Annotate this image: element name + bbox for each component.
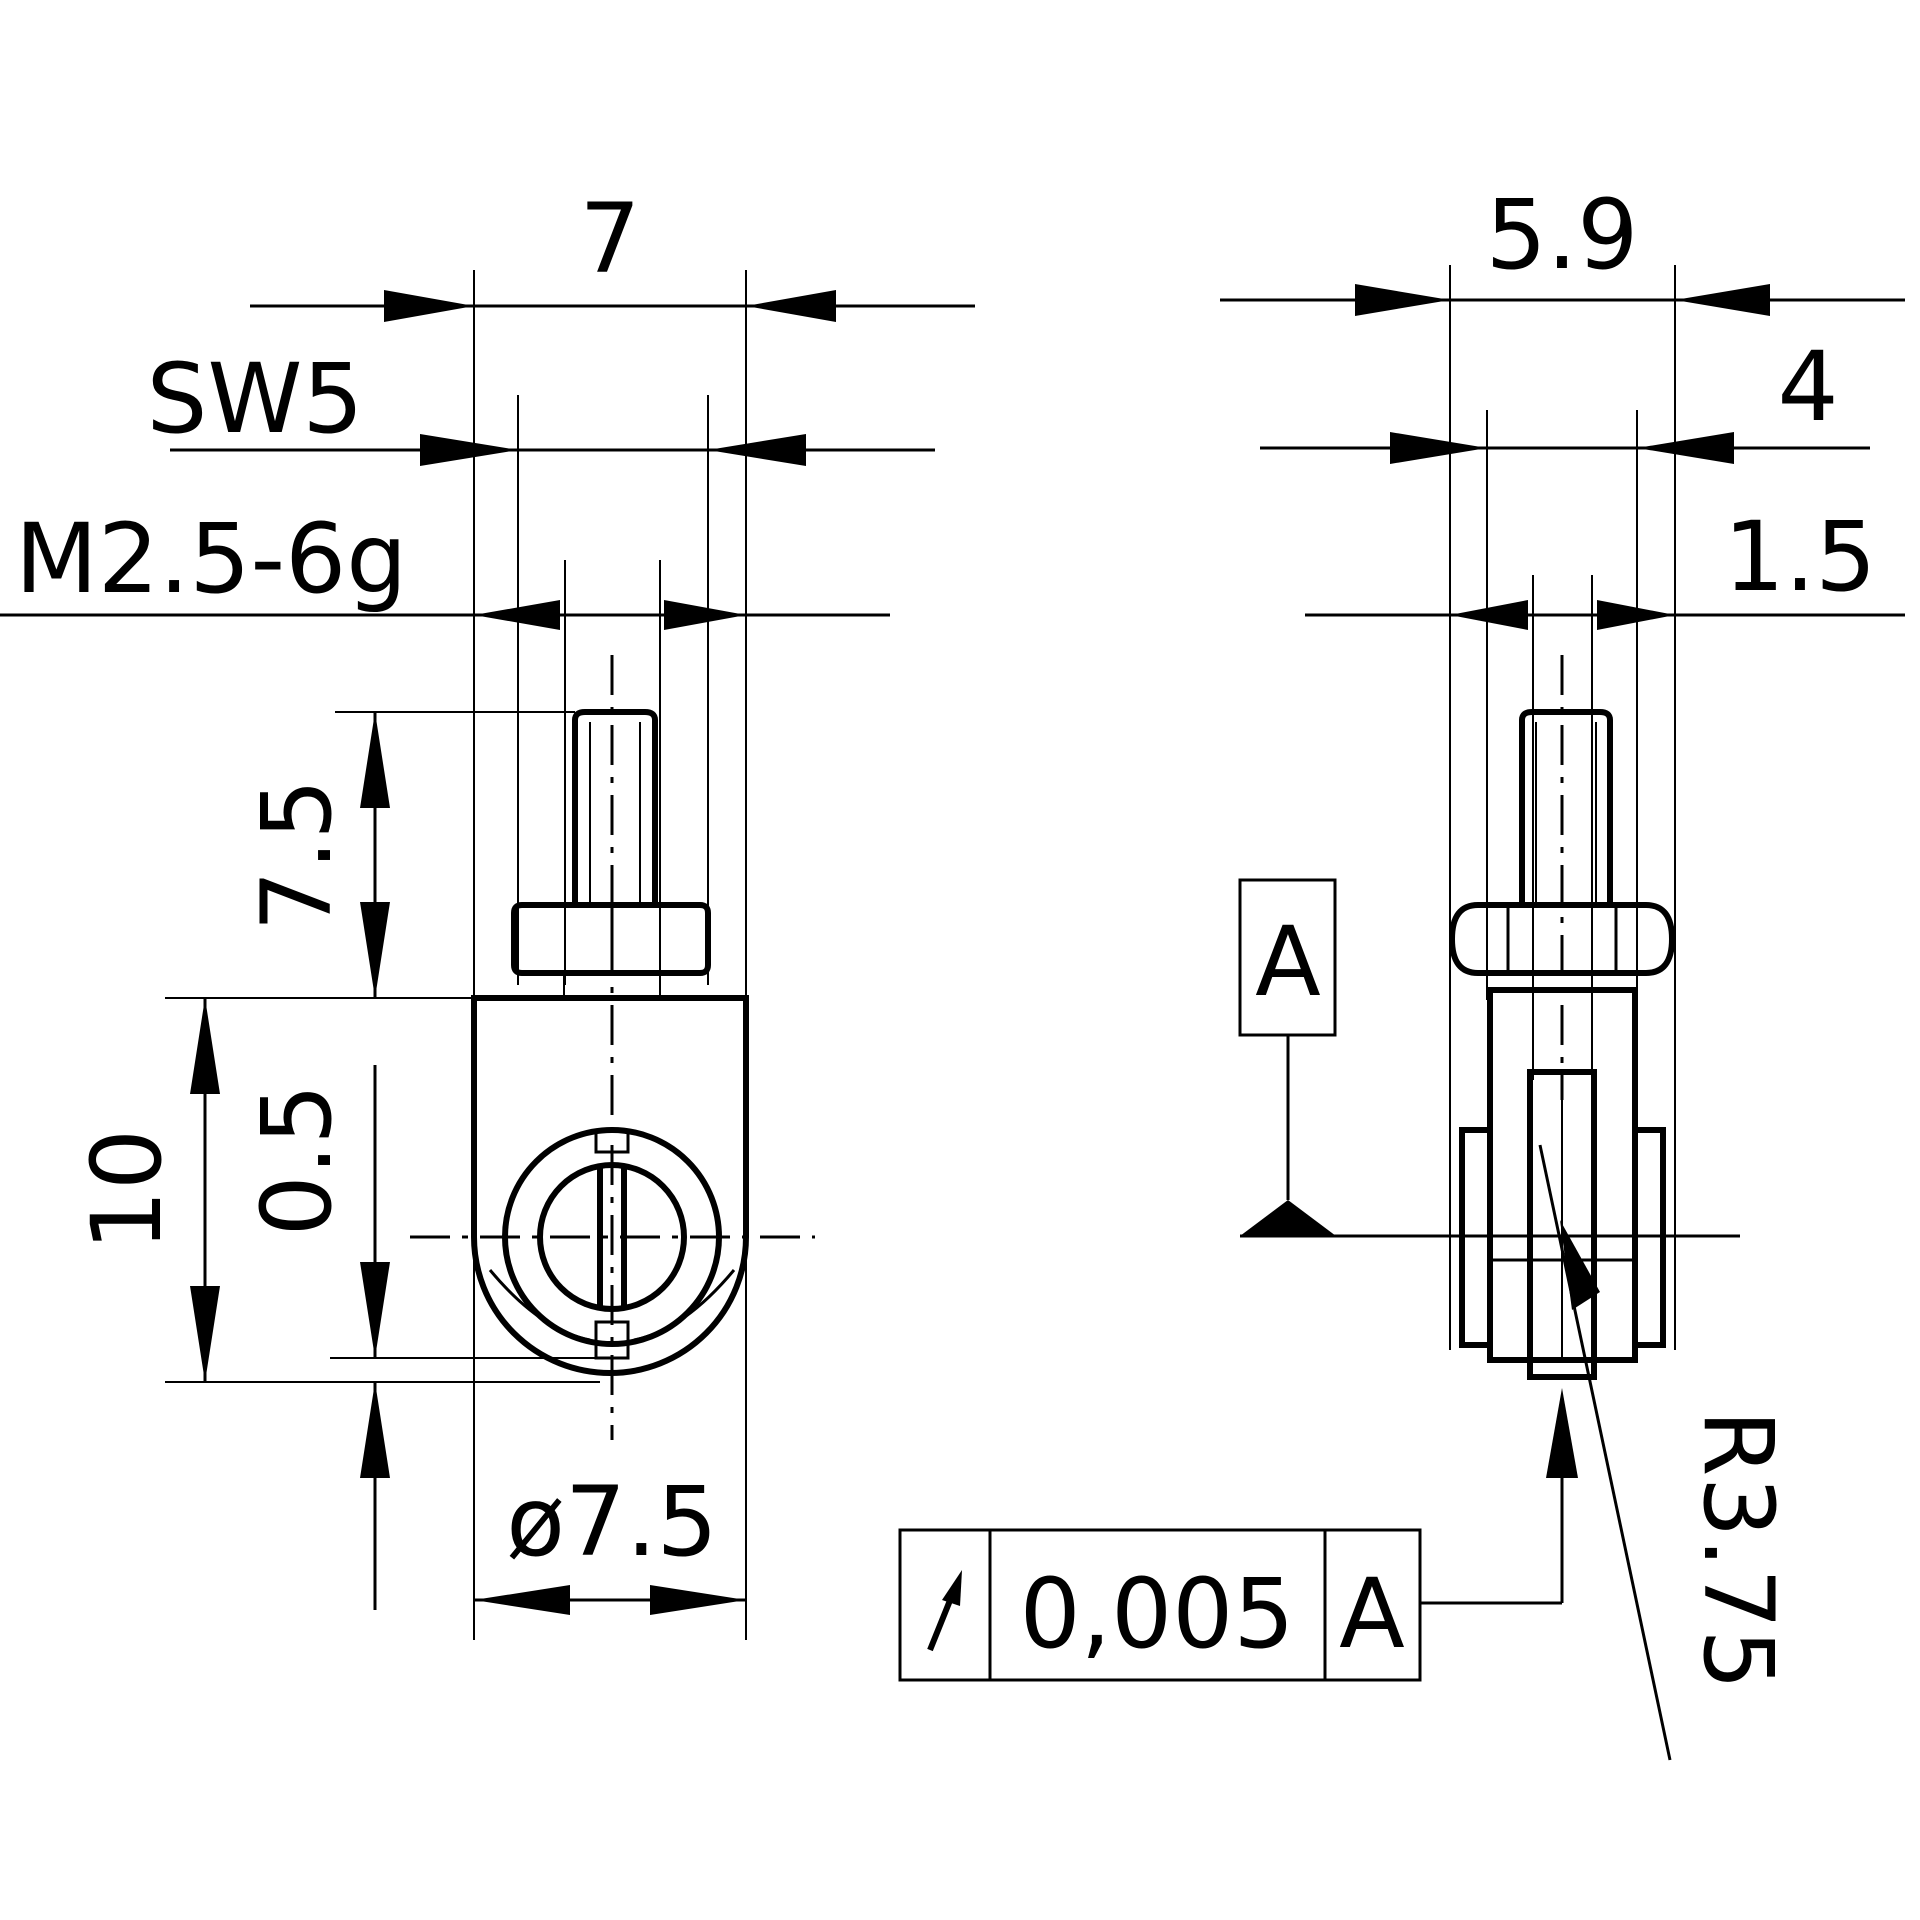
dim-radius: R3.75 [1682, 1410, 1794, 1690]
dim-1-5: 1.5 [1724, 501, 1877, 613]
side-body [1459, 987, 1666, 1380]
dim-line-slot-width [1305, 600, 1905, 630]
dim-line-offset [360, 1065, 390, 1610]
dim-line-diameter [474, 1585, 746, 1615]
tolerance-datum: A [1339, 1558, 1405, 1670]
threaded-stud [572, 709, 658, 905]
dim-diameter: ø7.5 [506, 1466, 717, 1578]
side-hex-nut [1448, 902, 1676, 976]
tolerance-value: 0,005 [1020, 1558, 1295, 1670]
radius-leader [1538, 1144, 1672, 1761]
dim-line-thread [0, 600, 890, 630]
dim-line-width [250, 290, 975, 322]
dim-sw5: SW5 [147, 343, 364, 455]
datum-label-a: A [1255, 906, 1321, 1018]
dim-line-body-height [190, 998, 220, 1382]
tolerance-frame [898, 1528, 1422, 1682]
dim-line-hex [170, 434, 935, 466]
dim-thread: M2.5-6g [15, 503, 407, 615]
dim-4: 4 [1777, 331, 1838, 443]
dim-0-5: 0.5 [241, 1084, 353, 1237]
body [471, 995, 749, 1376]
dim-5-9: 5.9 [1486, 179, 1639, 291]
dim-7-5: 7.5 [241, 779, 353, 932]
dim-width-7: 7 [579, 183, 640, 295]
runout-leader [1420, 1388, 1578, 1605]
side-view: 5.9 4 1.5 [898, 179, 1905, 1761]
dim-10: 10 [71, 1129, 183, 1251]
dim-line-overall-width [1220, 284, 1905, 316]
front-view: 7 SW5 M2.5-6g [0, 183, 975, 1640]
dim-line-hex-width [1260, 432, 1870, 464]
datum-feature [1238, 878, 1740, 1238]
side-threaded-stud [1519, 709, 1613, 905]
dim-line-thread-length [360, 712, 390, 998]
circular-runout-icon [927, 1570, 962, 1652]
